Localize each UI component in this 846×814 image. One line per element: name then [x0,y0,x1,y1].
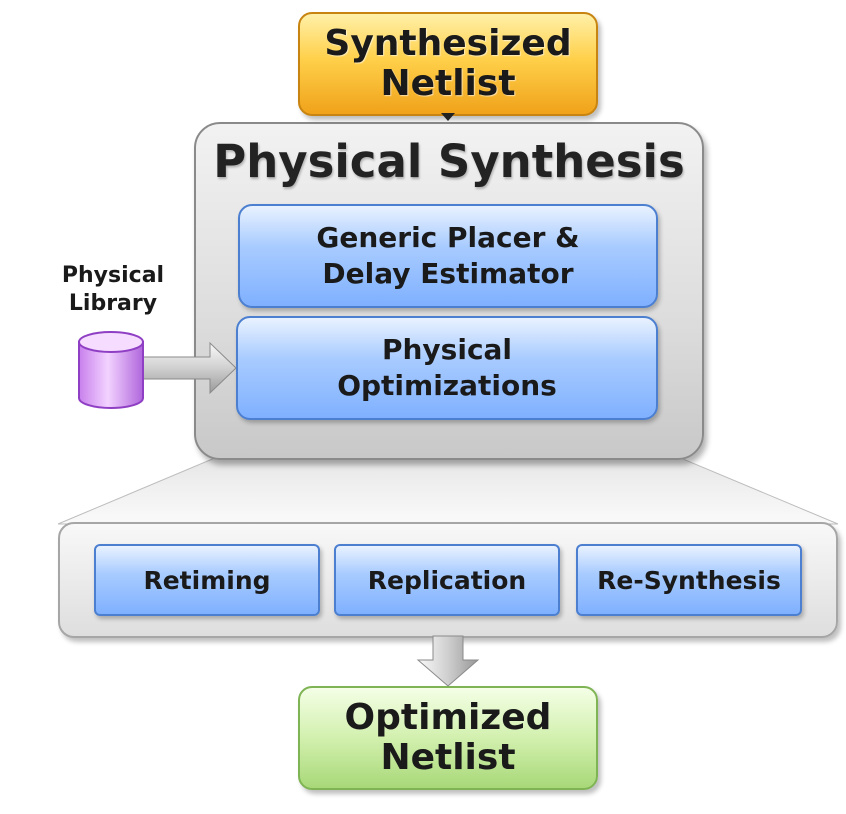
resynthesis-label: Re-Synthesis [597,565,781,595]
retiming-box: Retiming [94,544,320,616]
physical-library-label: Physical Library [61,263,165,316]
optimized-netlist-label: Optimized Netlist [344,697,552,778]
physical-synthesis-title: Physical Synthesis [213,135,685,188]
input-arrow-icon [441,113,455,121]
generic-placer-box: Generic Placer & Delay Estimator [238,204,658,308]
retiming-label: Retiming [143,565,271,595]
generic-placer-label: Generic Placer & Delay Estimator [316,221,580,290]
replication-box: Replication [334,544,560,616]
resynthesis-box: Re-Synthesis [576,544,802,616]
replication-label: Replication [367,565,527,595]
optimized-netlist-box: Optimized Netlist [298,686,598,790]
physical-optimizations-label: Physical Optimizations [337,333,557,402]
physical-library-cylinder-icon [78,331,144,409]
synthesized-netlist-label: Synthesized Netlist [324,23,572,104]
synthesized-netlist-box: Synthesized Netlist [298,12,598,116]
library-arrow-icon [139,341,237,395]
output-arrow-icon [416,635,480,687]
physical-optimizations-box: Physical Optimizations [236,316,658,420]
